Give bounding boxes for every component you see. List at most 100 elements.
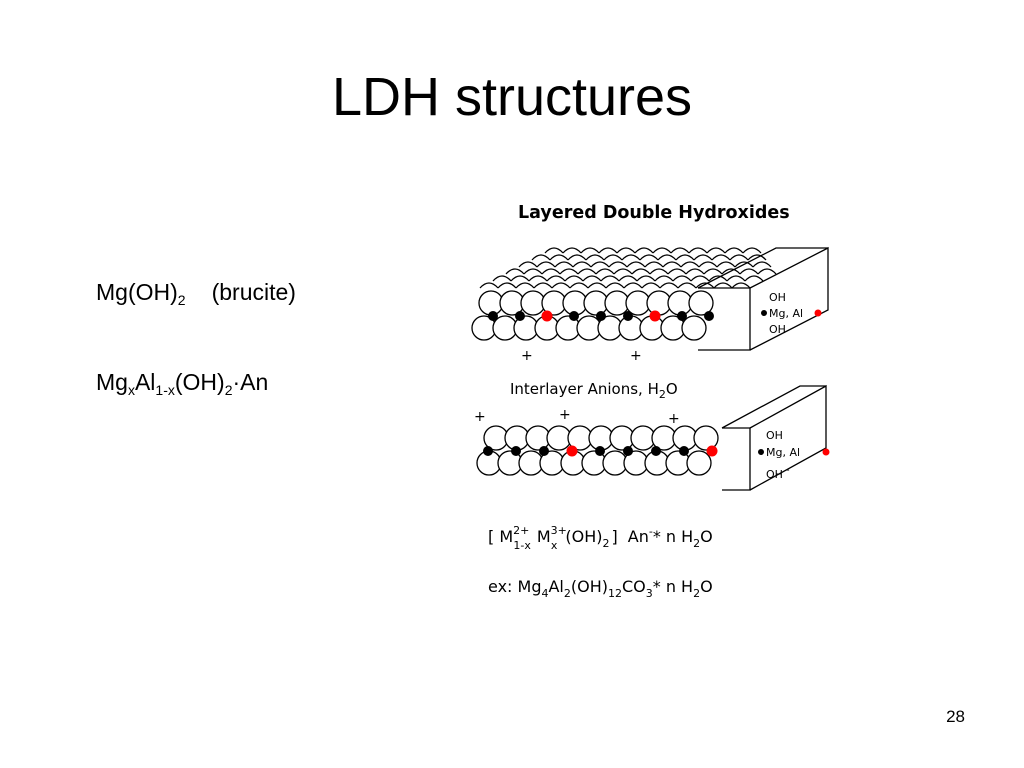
scale-arc — [662, 261, 682, 268]
metal-site-row-bottom — [483, 445, 718, 457]
scale-arc — [716, 261, 736, 268]
scale-arc — [639, 254, 659, 261]
scale-arc — [577, 268, 597, 275]
legend-black-dot-bottom — [758, 449, 764, 455]
ldh-formula-oh: (OH) — [174, 369, 225, 395]
scale-arc — [744, 275, 764, 282]
legend-red-dot-top — [814, 309, 822, 317]
legend-oh-top-2: OH — [769, 323, 786, 336]
mg-site — [488, 311, 498, 321]
plus-sign: + — [559, 407, 571, 423]
mg-site — [596, 311, 606, 321]
mg-site — [704, 311, 714, 321]
scale-arc — [585, 254, 605, 261]
scale-arc — [533, 282, 553, 289]
ldh-formula-x: x — [127, 382, 135, 398]
mg-site — [651, 446, 661, 456]
scale-arc — [675, 254, 695, 261]
scale-arc — [677, 282, 697, 289]
scale-arc — [688, 247, 708, 254]
mg-site — [679, 446, 689, 456]
plus-sign: + — [521, 348, 533, 364]
scale-arc — [562, 247, 582, 254]
oh-sphere-row-bottom — [476, 425, 719, 476]
metal-site-row-top — [488, 310, 714, 322]
slide-title: LDH structures — [331, 67, 693, 127]
mg-site — [511, 446, 521, 456]
mg-site — [569, 311, 579, 321]
scale-arc — [616, 247, 636, 254]
scale-arc — [621, 254, 641, 261]
scale-arc — [742, 247, 762, 254]
scale-arc — [667, 268, 687, 275]
mg-site — [623, 311, 633, 321]
al-site — [541, 310, 553, 322]
scale-arc — [634, 247, 654, 254]
scale-arc — [572, 261, 592, 268]
ldh-formula-line: MgxAl1-x(OH)2·An — [96, 368, 269, 398]
mg-site — [595, 446, 605, 456]
scale-arc — [587, 282, 607, 289]
al-site — [706, 445, 718, 457]
scale-arc — [739, 268, 759, 275]
legend-red-dot-bottom — [822, 448, 830, 456]
ldh-formula-an: ·An — [232, 369, 269, 395]
scale-arc — [703, 268, 723, 275]
scale-arc — [613, 268, 633, 275]
mg-site — [539, 446, 549, 456]
brucite-note: (brucite) — [211, 279, 296, 305]
scale-arc — [654, 275, 674, 282]
scale-arc — [559, 268, 579, 275]
ldh-formula-1x: 1-x — [155, 382, 175, 398]
oh-sphere — [686, 450, 712, 476]
scale-arc — [729, 254, 749, 261]
scale-arc — [580, 247, 600, 254]
scale-arc — [518, 261, 538, 268]
mg-site — [483, 446, 493, 456]
scale-arc — [657, 254, 677, 261]
scale-arc — [626, 261, 646, 268]
oh-sphere — [693, 425, 719, 451]
scale-arc — [544, 247, 564, 254]
scale-arc — [523, 268, 543, 275]
scale-arc — [528, 275, 548, 282]
scale-arc — [608, 261, 628, 268]
legend-oh-top: OH — [769, 291, 786, 304]
scale-arc — [644, 261, 664, 268]
scale-arc — [536, 261, 556, 268]
brucite-formula-sub: 2 — [177, 292, 186, 308]
legend-metal-top: Mg, Al — [769, 307, 803, 320]
scale-arc — [569, 282, 589, 289]
scale-arc — [541, 268, 561, 275]
scale-arc — [567, 254, 587, 261]
mg-site — [677, 311, 687, 321]
scale-arc — [690, 275, 710, 282]
scale-arc — [515, 282, 535, 289]
bottom-hydroxide-layer: OH Mg, Al OH- — [476, 384, 830, 491]
ldh-structure-figure: Layered Double Hydroxides OH Mg, Al OH +… — [460, 190, 840, 615]
scale-arc — [698, 261, 718, 268]
scale-arc — [731, 282, 751, 289]
oh-sphere — [681, 315, 707, 341]
scale-arc — [479, 282, 499, 289]
scale-arc — [726, 275, 746, 282]
mg-site — [623, 446, 633, 456]
scale-arc — [505, 268, 525, 275]
legend-oh-bottom: OH — [766, 429, 783, 442]
layer-sheet-top — [479, 247, 777, 289]
scale-arc — [510, 275, 530, 282]
scale-arc — [641, 282, 661, 289]
scale-arc — [636, 275, 656, 282]
ldh-formula-mg: Mg — [96, 369, 128, 395]
plus-sign: + — [474, 409, 486, 425]
plus-sign: + — [630, 348, 642, 364]
scale-arc — [531, 254, 551, 261]
scale-arc — [652, 247, 672, 254]
plus-sign: + — [668, 411, 680, 427]
scale-arc — [564, 275, 584, 282]
legend-metal-bottom: Mg, Al — [766, 446, 800, 459]
scale-arc — [551, 282, 571, 289]
scale-arc — [623, 282, 643, 289]
scale-arc — [659, 282, 679, 289]
